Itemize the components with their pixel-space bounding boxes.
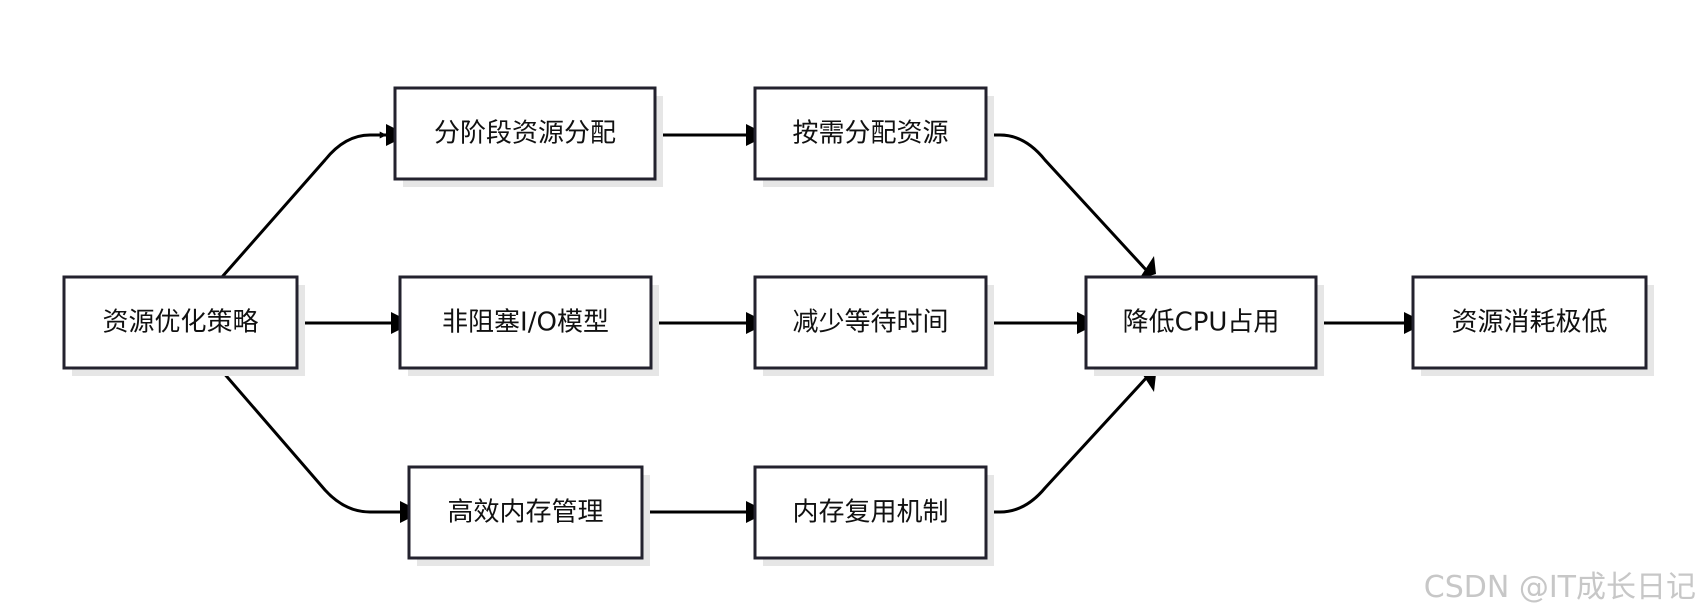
edge-on-demand-to-lower-cpu [986, 133, 1150, 274]
edge-mem-reuse-to-lower-cpu [986, 374, 1150, 514]
node-on-demand: 按需分配资源 [753, 86, 994, 187]
node-label-staged-alloc: 分阶段资源分配 [434, 119, 616, 149]
node-box [1411, 275, 1648, 370]
node-box [398, 275, 653, 370]
node-box [1084, 275, 1318, 370]
node-label-root: 资源优化策略 [102, 308, 258, 338]
node-box [393, 86, 657, 181]
node-nonblocking-io: 非阻塞I/O模型 [398, 275, 659, 376]
arrowhead-lower-cpu-top [1139, 256, 1156, 279]
node-box [753, 275, 988, 370]
node-root: 资源优化策略 [62, 275, 305, 376]
node-label-nonblocking-io: 非阻塞I/O模型 [442, 308, 609, 338]
edge-root-to-mem-mgmt [220, 370, 400, 514]
node-box [407, 465, 644, 560]
node-label-low-consumption: 资源消耗极低 [1451, 308, 1607, 338]
node-label-lower-cpu: 降低CPU占用 [1123, 308, 1280, 338]
node-box [753, 86, 988, 181]
watermark-text: CSDN @IT成长日记 [1424, 570, 1696, 605]
node-label-mem-mgmt: 高效内存管理 [447, 498, 603, 528]
node-label-mem-reuse: 内存复用机制 [792, 498, 948, 528]
node-mem-mgmt: 高效内存管理 [407, 465, 650, 566]
edge-root-to-staged-alloc [220, 131, 387, 278]
node-lower-cpu: 降低CPU占用 [1084, 275, 1324, 376]
node-label-on-demand: 按需分配资源 [792, 119, 948, 149]
node-less-wait: 减少等待时间 [753, 275, 994, 376]
node-staged-alloc: 分阶段资源分配 [393, 86, 663, 187]
node-label-less-wait: 减少等待时间 [792, 308, 948, 338]
node-box [62, 275, 299, 370]
node-low-consumption: 资源消耗极低 [1411, 275, 1654, 376]
edges [220, 131, 1404, 514]
node-mem-reuse: 内存复用机制 [753, 465, 994, 566]
node-box [753, 465, 988, 560]
